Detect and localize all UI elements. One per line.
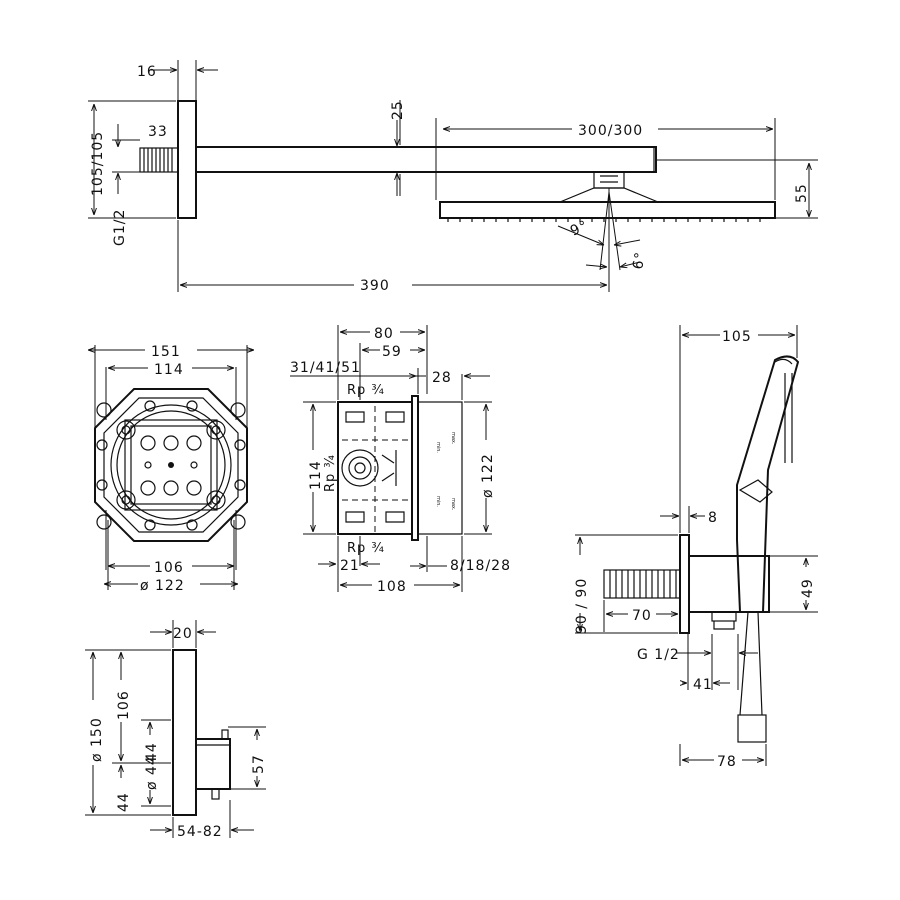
dim-d44: ø 44: [144, 755, 160, 790]
box-side-view: min. max. min. max. 80 59 31/41/51 28 Rp…: [290, 325, 511, 595]
plaster-guard: [417, 401, 463, 535]
thread-stub: [139, 147, 179, 173]
dim-d122-side: ø 122: [480, 453, 496, 498]
dim-80: 80: [374, 326, 394, 342]
dim-114-front: 114: [154, 362, 184, 378]
label-min-2: min.: [435, 496, 441, 507]
dim-300-300: 300/300: [578, 123, 643, 139]
dim-54-82: 54-82: [177, 824, 223, 840]
thermostat-body: [195, 738, 231, 790]
dim-41: 41: [693, 677, 713, 693]
dim-21: 21: [340, 558, 360, 574]
hand-shower: [736, 355, 800, 613]
dim-57: 57: [251, 754, 267, 774]
wall-plate: [411, 395, 419, 541]
side-port-outer: [341, 449, 379, 487]
mounting-bosses: [96, 400, 246, 531]
dim-90-90: 90 / 90: [574, 578, 590, 634]
shower-arm: [195, 146, 657, 173]
dim-49: 49: [800, 578, 816, 598]
dim-390: 390: [360, 278, 390, 294]
label-min: min.: [435, 442, 441, 453]
label-max: max.: [450, 432, 456, 445]
wall-flange: [177, 100, 197, 219]
label-rp-mid: Rp ¾: [323, 454, 338, 492]
dim-tilt-6: 6°: [630, 250, 649, 270]
dim-d150: ø 150: [89, 717, 105, 762]
hose: [739, 611, 763, 716]
label-rp-bottom: Rp ¾: [347, 541, 385, 556]
dim-151: 151: [151, 344, 181, 360]
dim-tilt-9: 9°: [568, 218, 591, 240]
dim-g12-hand: G 1/2: [637, 647, 680, 663]
hose-nut: [737, 714, 767, 743]
dim-78: 78: [717, 754, 737, 770]
dim-59: 59: [382, 344, 402, 360]
dim-20: 20: [173, 626, 193, 642]
box-ring: [110, 404, 232, 526]
label-rp-top: Rp ¾: [347, 383, 385, 398]
hand-thread-stub: [603, 569, 681, 599]
dim-44-c: 44: [116, 792, 132, 812]
dim-25: 25: [390, 100, 406, 120]
box-outer-octagon: [94, 388, 248, 542]
swivel-joint: [593, 171, 625, 189]
dim-106-front: 106: [154, 560, 184, 576]
dim-31-41-51: 31/41/51: [290, 360, 361, 376]
dim-d122-front: ø 122: [140, 578, 185, 594]
dim-16: 16: [137, 64, 157, 80]
dim-105-hand: 105: [722, 329, 752, 345]
holder-plate: [679, 534, 690, 634]
thermostat-plate: [172, 649, 197, 816]
dim-33: 33: [148, 124, 168, 140]
dim-114-side: 114: [308, 460, 324, 490]
port-grid: [140, 435, 202, 496]
dim-106-thermo: 106: [116, 690, 132, 720]
shower-arm-view: 16 105/105 33 G1/2 25 300/300 55 9° 6° 3…: [88, 60, 818, 294]
hand-shower-view: 105 8 90 / 90 49 70 G 1/2 41 78: [574, 325, 818, 770]
dim-70: 70: [632, 608, 652, 624]
dim-28: 28: [432, 370, 452, 386]
dim-108: 108: [377, 579, 407, 595]
dim-105-105: 105/105: [90, 131, 106, 196]
box-front-view: 151 114 106 ø 122: [88, 344, 254, 594]
dim-g12-arm: G1/2: [112, 209, 128, 246]
dim-8-18-28: 8/18/28: [450, 558, 511, 574]
label-max-2: max.: [450, 498, 456, 511]
dim-55: 55: [794, 183, 810, 203]
thermostat-view: 20 ø 150 106 44 44 ø 44 57 54-82: [85, 620, 267, 840]
holder-body: [688, 555, 770, 613]
dim-44-a: 44: [144, 742, 160, 762]
dim-8: 8: [708, 510, 718, 526]
